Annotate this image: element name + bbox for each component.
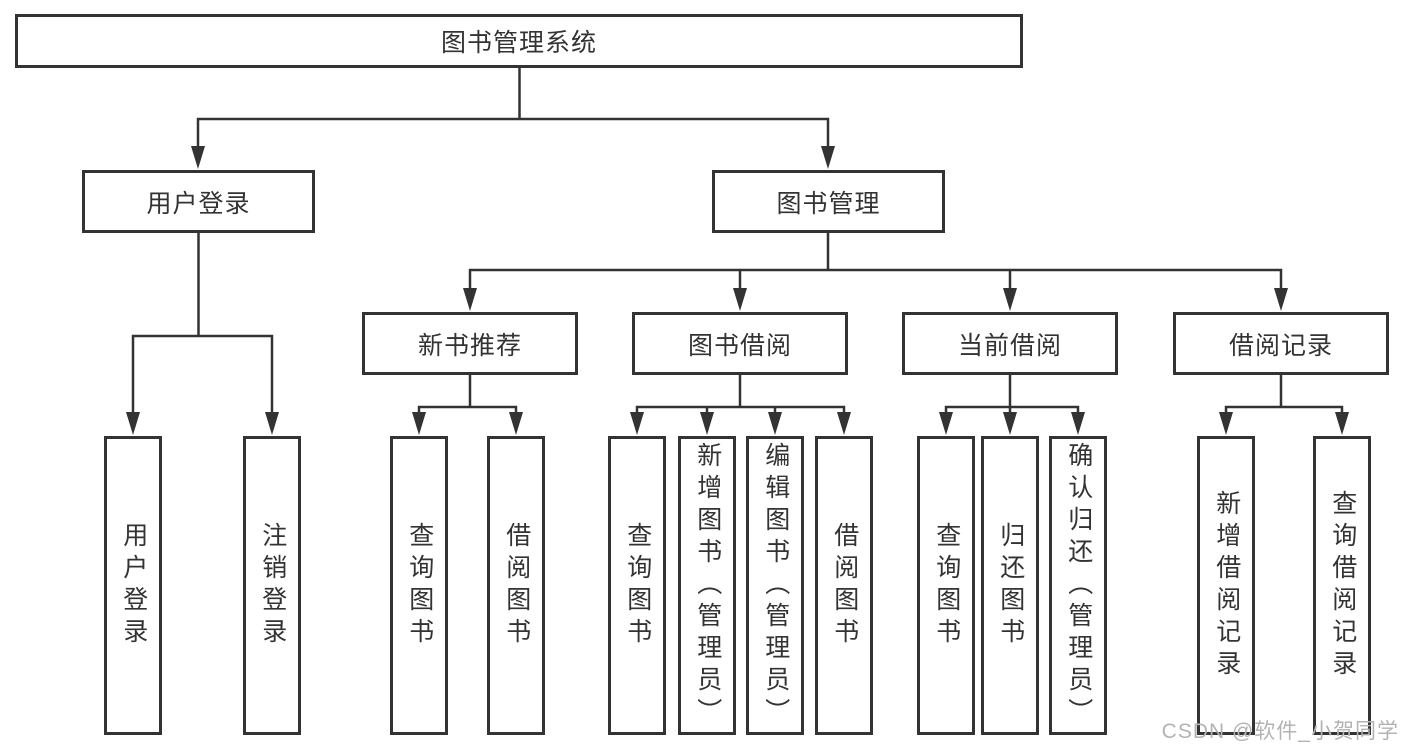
leaf-label: 用户登录: [119, 521, 148, 650]
node-borrow-records: 借阅记录: [1173, 312, 1389, 375]
leaf-current-confirm-return-admin: 确认归还（管理员）: [1049, 436, 1107, 735]
connector-current-horizontal: [944, 405, 1080, 413]
leaf-label: 借阅图书: [502, 521, 531, 650]
connector-borrow-horizontal: [635, 405, 846, 413]
leaf-records-add: 新增借阅记录: [1197, 436, 1255, 735]
leaf-label: 编辑图书（管理员）: [761, 441, 790, 730]
leaf-label: 新增图书（管理员）: [693, 441, 722, 730]
node-label: 新书推荐: [417, 331, 522, 360]
leaf-label: 归还图书: [996, 521, 1025, 650]
node-book-borrow: 图书借阅: [632, 312, 848, 375]
node-label: 用户登录: [146, 189, 251, 218]
connector-records-horizontal: [1224, 405, 1344, 413]
leaf-login-user-login: 用户登录: [104, 436, 162, 735]
leaf-borrow-borrow: 借阅图书: [815, 436, 873, 735]
node-root: 图书管理系统: [15, 14, 1023, 68]
leaf-label: 查询图书: [405, 521, 434, 650]
leaf-label: 查询图书: [932, 521, 961, 650]
leaf-label: 确认归还（管理员）: [1064, 441, 1093, 730]
leaf-login-logout: 注销登录: [243, 436, 301, 735]
connector-mgmt-horizontal: [468, 268, 1283, 289]
leaf-current-return: 归还图书: [981, 436, 1039, 735]
leaf-borrow-edit-admin: 编辑图书（管理员）: [746, 436, 804, 735]
leaf-label: 查询借阅记录: [1328, 489, 1357, 682]
leaf-label: 新增借阅记录: [1212, 489, 1241, 682]
arrowheads: [126, 146, 1349, 435]
leaf-borrow-add-admin: 新增图书（管理员）: [678, 436, 736, 735]
node-new-book-recommend: 新书推荐: [362, 312, 578, 375]
leaf-records-query: 查询借阅记录: [1313, 436, 1371, 735]
leaf-newbook-query: 查询图书: [390, 436, 448, 735]
node-current-borrow: 当前借阅: [902, 312, 1118, 375]
connector-root-horizontal: [196, 117, 830, 147]
leaf-label: 查询图书: [623, 521, 652, 650]
leaf-current-query: 查询图书: [917, 436, 975, 735]
leaf-borrow-query: 查询图书: [608, 436, 666, 735]
node-label: 图书借阅: [687, 331, 792, 360]
leaf-newbook-borrow: 借阅图书: [487, 436, 545, 735]
node-book-management: 图书管理: [712, 170, 945, 233]
connector-login-horizontal: [131, 334, 274, 413]
node-label: 图书管理: [776, 189, 881, 218]
node-label: 借阅记录: [1228, 331, 1333, 360]
node-user-login: 用户登录: [82, 170, 315, 233]
leaf-label: 注销登录: [258, 521, 287, 650]
node-label: 当前借阅: [957, 331, 1062, 360]
leaf-label: 借阅图书: [830, 521, 859, 650]
watermark: CSDN @软件_小贺同学: [1161, 720, 1399, 743]
node-label: 图书管理系统: [440, 29, 597, 57]
connector-newbook-horizontal: [417, 405, 518, 413]
